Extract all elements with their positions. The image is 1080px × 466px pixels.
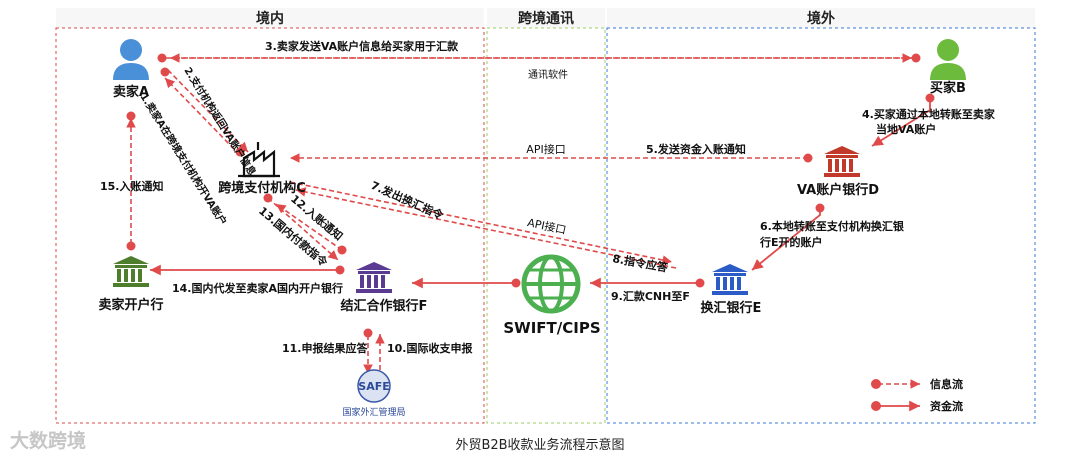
- diagram-caption: 外贸B2B收款业务流程示意图: [455, 438, 625, 453]
- node-label-buyer-b: 买家B: [930, 80, 966, 96]
- step-label-6b: 行E开的账户: [759, 235, 823, 249]
- globe-icon-swift: [521, 254, 581, 314]
- node-label-seller-bank: 卖家开户行: [98, 297, 163, 313]
- region-overseas-box: [606, 27, 1036, 424]
- watermark: 大数跨境: [10, 430, 87, 452]
- step-label-10: 10.国际收支申报: [387, 341, 473, 355]
- node-label-seller-a: 卖家A: [113, 84, 149, 100]
- factory-icon-payment-c: [238, 142, 280, 178]
- label-comm-software: 通讯软件: [528, 68, 568, 81]
- node-label-safe: 国家外汇管理局: [342, 406, 405, 418]
- safe-logo: SAFE: [357, 369, 391, 403]
- bank-icon-va-d: [824, 146, 860, 177]
- step-label-14: 14.国内代发至卖家A国内开户银行: [172, 281, 343, 295]
- label-api-1: API接口: [526, 143, 565, 156]
- bank-icon-fx-e: [712, 264, 748, 295]
- step-label-4a: 4.买家通过本地转账至卖家: [862, 107, 996, 121]
- person-icon-seller-a: [113, 39, 149, 80]
- step-label-8: 8.指令应答: [611, 251, 669, 275]
- region-header-overseas: [607, 8, 1035, 28]
- node-label-va-bank-d: VA账户银行D: [797, 182, 879, 198]
- step-label-2: 2.支付机构返回VA账户信息: [181, 65, 259, 178]
- arrow-step2: [164, 77, 235, 150]
- region-header-crossborder: [487, 8, 605, 28]
- region-crossborder-box: [486, 27, 606, 424]
- arrow-step1: [167, 69, 249, 153]
- legend-fund-label: 资金流: [930, 399, 963, 413]
- bank-icon-settle-f: [356, 262, 392, 293]
- step-label-11: 11.申报结果应答: [282, 341, 368, 355]
- safe-logo-text: SAFE: [358, 380, 389, 393]
- step-label-3: 3.卖家发送VA账户信息给买家用于汇款: [265, 39, 459, 53]
- arrow-step4: [871, 98, 931, 147]
- step-label-6a: 6.本地转账至支付机构换汇银: [760, 219, 905, 233]
- step-label-9: 9.汇款CNH至F: [611, 289, 690, 303]
- region-title-overseas: 境外: [807, 10, 835, 27]
- bank-icon-seller-bank: [113, 256, 149, 287]
- region-domestic-box: [55, 27, 485, 424]
- legend-info-label: 信息流: [930, 377, 963, 391]
- region-title-crossborder: 跨境通讯: [518, 10, 574, 27]
- node-label-settle-f: 结汇合作银行F: [341, 298, 428, 314]
- node-label-payment-c: 跨境支付机构C: [218, 180, 306, 196]
- step-label-4b: 当地VA账户: [876, 122, 936, 136]
- node-label-swift: SWIFT/CIPS: [503, 319, 600, 337]
- region-header-domestic: [56, 8, 484, 28]
- step-label-5: 5.发送资金入账通知: [646, 142, 746, 156]
- arrow-step8: [295, 187, 677, 269]
- arrow-step7: [289, 181, 673, 265]
- node-label-fx-e: 换汇银行E: [701, 300, 762, 316]
- region-title-domestic: 境内: [256, 10, 284, 27]
- arrow-step12: [275, 203, 343, 251]
- label-api-2: API接口: [526, 216, 567, 237]
- step-label-15: 15.入账通知: [100, 179, 164, 193]
- person-icon-buyer-b: [930, 39, 966, 80]
- arrow-group: [126, 53, 920, 389]
